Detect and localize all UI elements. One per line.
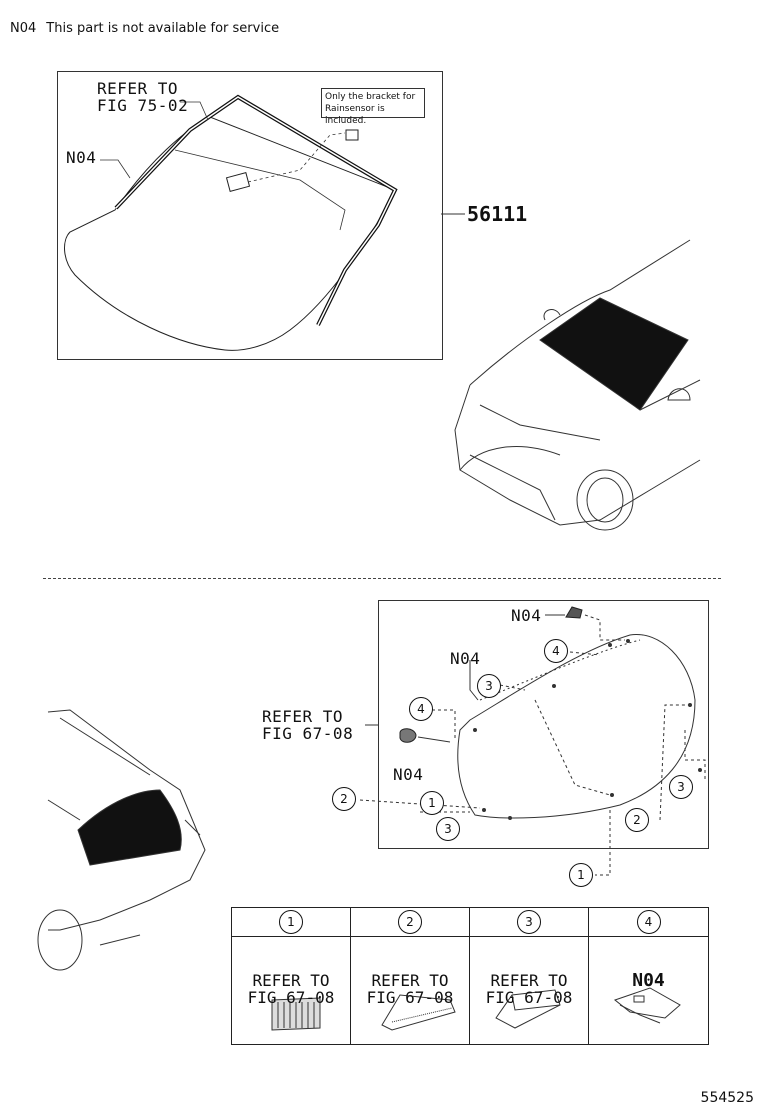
callout-4-upper: 4 [544, 639, 568, 663]
part-number-56111: 56111 [467, 202, 528, 226]
callout-1-bottom: 1 [569, 863, 593, 887]
windshield-refer-line2: FIG 75-02 [97, 96, 189, 115]
windshield-refer-line1: REFER TO [97, 79, 179, 98]
windshield-panel [57, 71, 443, 360]
callout-3-right: 3 [669, 775, 693, 799]
figure-number: 554525 [700, 1090, 754, 1106]
windshield-n04-label: N04 [66, 148, 97, 167]
n04-left-label: N04 [393, 765, 424, 784]
legend-cell-2: REFER TO FIG 67-08 [351, 937, 470, 1044]
back-glass-refer-line2: FIG 67-08 [262, 724, 354, 743]
legend-callout-1: 1 [279, 910, 303, 934]
legend-cell-3: REFER TO FIG 67-08 [470, 937, 589, 1044]
legend-head-3: 3 [470, 908, 589, 937]
callout-3-upper: 3 [477, 674, 501, 698]
callout-2-left: 2 [332, 787, 356, 811]
legend-head-4: 4 [589, 908, 708, 937]
legend-callout-4: 4 [636, 910, 661, 934]
back-glass-panel [378, 600, 709, 849]
legend-head-1: 1 [232, 908, 351, 937]
availability-note: N04 This part is not available for servic… [10, 21, 279, 36]
back-glass-refer-line1: REFER TO [262, 707, 344, 726]
legend-head-2: 2 [351, 908, 470, 937]
legend-cell-4: N04 [589, 937, 708, 1044]
n04-mid-label: N04 [450, 649, 481, 668]
legend-callout-3: 3 [517, 910, 541, 934]
legend-cell-1: REFER TO FIG 67-08 [232, 937, 351, 1044]
legend-text-1: REFER TO FIG 67-08 [247, 971, 335, 1007]
callout-4-left: 4 [409, 697, 433, 721]
callout-3-lower: 3 [436, 817, 460, 841]
legend-text-2: REFER TO FIG 67-08 [366, 971, 454, 1007]
callout-2-right: 2 [625, 808, 649, 832]
rear-car-illustration [37, 709, 206, 971]
n04-top-label: N04 [511, 606, 542, 625]
legend-text-4: N04 [632, 970, 665, 991]
section-divider [43, 578, 721, 579]
rain-sensor-note: Only the bracket for Rainsensor is inclu… [321, 88, 425, 126]
callout-1-inner: 1 [420, 791, 444, 815]
legend-callout-2: 2 [398, 910, 422, 934]
parts-legend-table: 1 2 3 4 REFER TO FIG 67-08 REFER TO FIG … [231, 907, 709, 1045]
note-code: N04 [10, 21, 37, 36]
note-text: This part is not available for service [46, 21, 280, 36]
front-car-illustration [454, 239, 701, 531]
legend-text-3: REFER TO FIG 67-08 [485, 971, 573, 1007]
